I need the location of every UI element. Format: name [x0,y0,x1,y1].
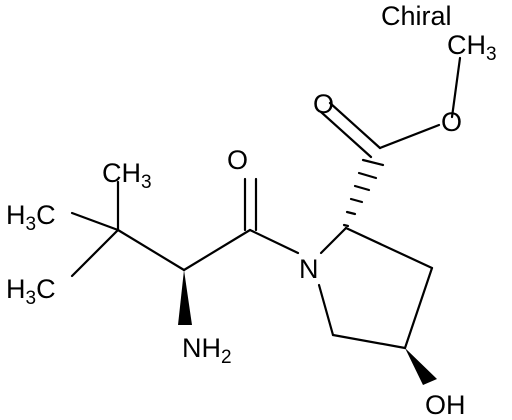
bond-alpha-amide [182,228,252,272]
atom-carbonyl-o-amide: O [227,145,248,175]
atom-hydroxyl: OH [425,390,466,420]
solid-wedge-bond-hydroxyl [405,348,437,385]
bond-carbonyl-ester-o [378,123,441,150]
hashed-wedge-bond-ester [342,158,385,228]
bond-c5-n [317,283,335,337]
bond-quat-alpha [116,228,186,272]
atom-carbonyl-o-ester: O [313,89,334,119]
bond-c3-c4 [403,266,434,350]
bond-n-c2 [319,226,348,255]
atom-amine: NH2 [182,333,232,368]
bond-c4-c5 [331,333,407,350]
bond-quat-methyl-low [70,228,120,278]
atom-ester-o: O [441,107,462,137]
chiral-flag: Chiral [381,1,452,31]
bond-carbonyl-double-2 [319,110,373,159]
bond-c2-c3 [344,226,434,270]
atom-ring-n: N [299,254,319,284]
atom-methyl-top: CH3 [447,30,497,65]
atom-tbu-methyl-mid: H3C [6,200,56,235]
bond-ester-o-methyl [450,56,462,119]
bond-amide-c-n [248,228,300,255]
bond-quat-methyl-mid [70,211,120,232]
bond-carbonyl-double-1 [328,101,382,150]
atom-tbu-methyl-top: CH3 [102,158,152,193]
solid-wedge-bond-amine [178,270,192,325]
atom-tbu-methyl-low: H3C [6,274,56,309]
